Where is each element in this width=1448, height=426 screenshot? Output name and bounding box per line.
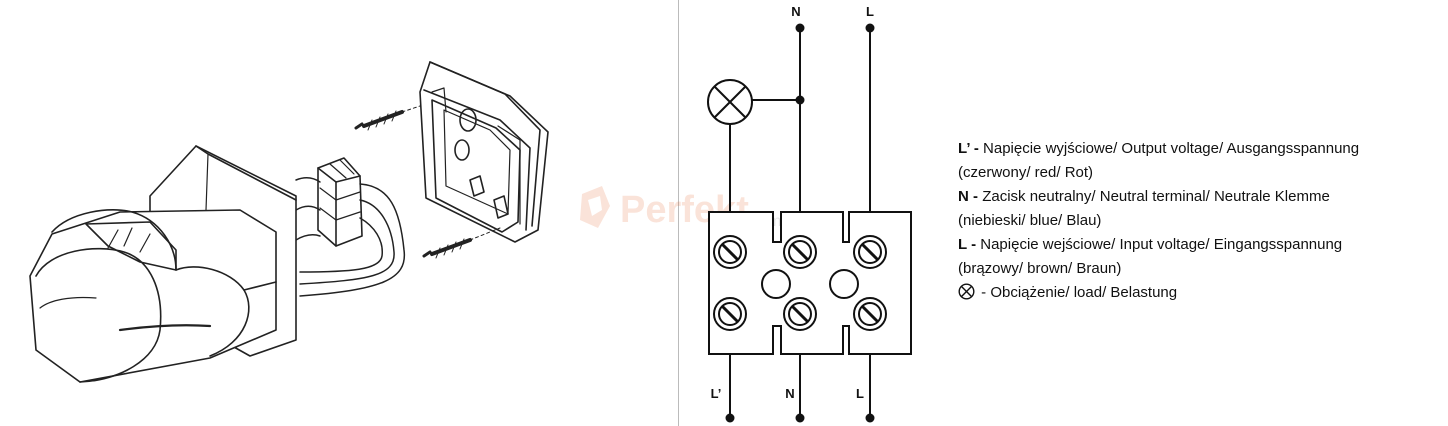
lamp-cross-icon <box>958 283 975 300</box>
legend-key: L’ - <box>958 140 983 157</box>
legend-description: Napięcie wyjściowe/ Output voltage/ Ausg… <box>983 140 1360 157</box>
legend-key-text: N <box>958 188 969 205</box>
legend-item-load: - Obciążenie/ load/ Belastung <box>958 281 1443 305</box>
legend-color-note: (brązowy/ brown/ Braun) <box>958 260 1122 277</box>
legend-color-note: (czerwony/ red/ Rot) <box>958 164 1094 181</box>
legend: L’ - Napięcie wyjściowe/ Output voltage/… <box>958 137 1443 305</box>
legend-dash: - <box>966 236 981 253</box>
screw-icon <box>422 227 501 259</box>
legend-key: L - <box>958 236 980 253</box>
legend-key-text: L’ <box>958 140 970 157</box>
legend-item-l-out: L’ - Napięcie wyjściowe/ Output voltage/… <box>958 137 1443 185</box>
wall-bracket-icon <box>419 61 549 243</box>
sensor-exploded-illustration <box>29 61 549 383</box>
lamp-cross-icon <box>707 79 753 125</box>
legend-dash: - <box>969 140 984 157</box>
bottom-terminal-label-l: L <box>856 386 864 401</box>
supply-wires <box>729 23 875 212</box>
output-wires <box>725 354 875 423</box>
bottom-terminal-label-l-out: L’ <box>711 386 722 401</box>
screw-icon <box>354 105 421 131</box>
screw-terminal-l-out-bottom <box>713 297 747 331</box>
wire-bundle <box>295 177 406 297</box>
legend-item-n: N - Zacisk neutralny/ Neutral terminal/ … <box>958 185 1443 233</box>
top-terminal-label-n: N <box>791 4 800 19</box>
bottom-terminal-label-n: N <box>785 386 794 401</box>
legend-key-text: L <box>958 236 967 253</box>
top-terminal-label-l: L <box>866 4 874 19</box>
legend-load-description: - Obciążenie/ load/ Belastung <box>977 284 1178 301</box>
wiring-diagram: N L <box>707 4 912 423</box>
terminal-block-icon <box>317 157 363 247</box>
legend-dash: - <box>968 188 983 205</box>
legend-item-l: L - Napięcie wejściowe/ Input voltage/ E… <box>958 233 1443 281</box>
legend-key: N - <box>958 188 982 205</box>
screw-terminal-l-out-top <box>713 235 747 269</box>
terminal-block <box>708 211 912 355</box>
legend-description: Napięcie wejściowe/ Input voltage/ Einga… <box>980 236 1343 253</box>
screw-terminal-l-top <box>853 235 887 269</box>
section-divider <box>678 0 679 426</box>
screw-terminal-n-top <box>783 235 817 269</box>
motion-sensor-icon <box>29 145 297 383</box>
legend-color-note: (niebieski/ blue/ Blau) <box>958 212 1102 229</box>
screw-terminal-n-bottom <box>783 297 817 331</box>
screw-terminal-l-bottom <box>853 297 887 331</box>
legend-description: Zacisk neutralny/ Neutral terminal/ Neut… <box>982 188 1330 205</box>
